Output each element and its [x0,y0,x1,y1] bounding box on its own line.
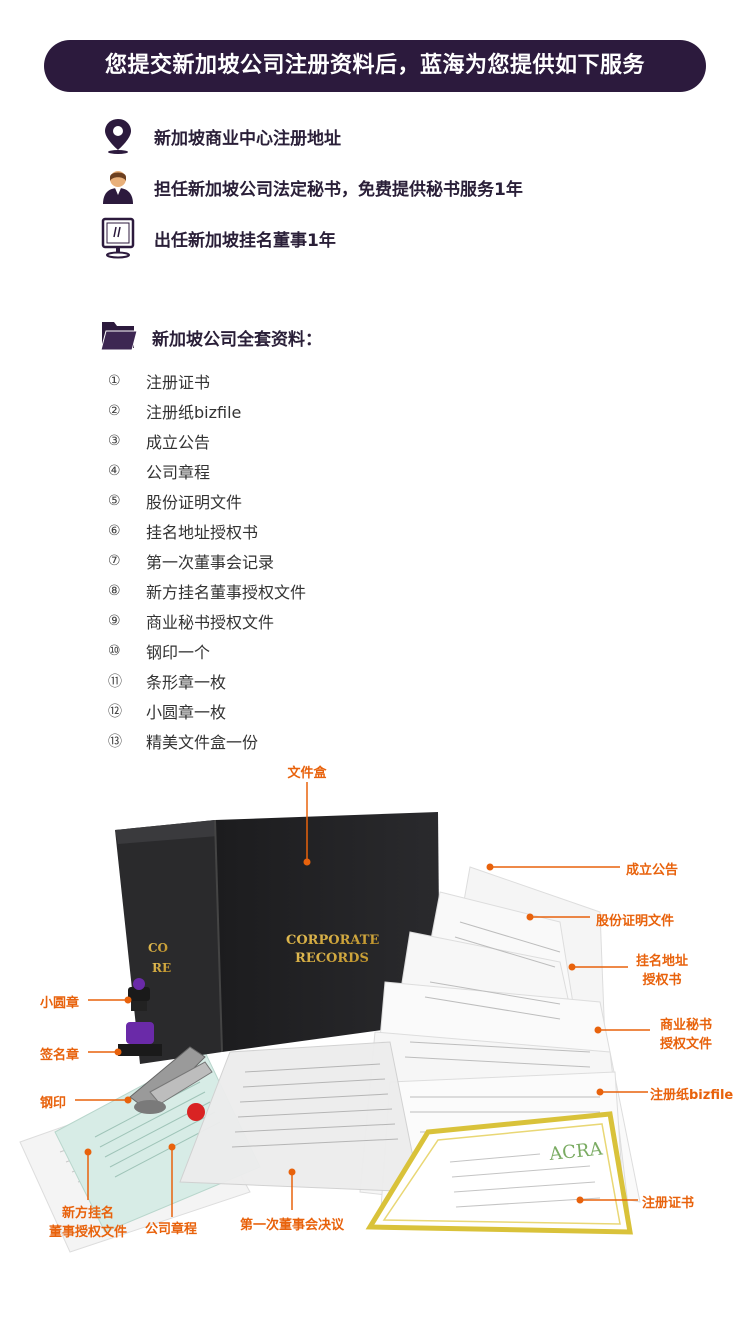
product-photo: CO RE CORPORATE RECORDS [19,782,650,1253]
folder-icon [100,318,138,356]
board-resolution-paper [179,1041,421,1193]
service-text: 出任新加坡挂名董事1年 [154,230,336,251]
service-nominee-director: 出任新加坡挂名董事1年 [98,217,336,259]
callout-file-box: 文件盒 [287,766,327,781]
callout-signature-stamp: 签名章 [40,1048,80,1063]
callout-small-seal: 小圆章 [40,996,80,1011]
callout-lines [75,782,650,1217]
callout-announcement: 成立公告 [626,863,679,878]
callout-director-auth: 新方挂名董事授权文件 [48,1206,127,1240]
svg-text:CORPORATE: CORPORATE [286,933,379,948]
location-pin-icon [98,116,138,156]
page-banner: 您提交新加坡公司注册资料后，蓝海为您提供如下服务 [44,40,706,92]
service-secretary: 担任新加坡公司法定秘书，免费提供秘书服务1年 [98,167,523,207]
secretary-person-icon [98,167,138,207]
service-text: 新加坡商业中心注册地址 [154,128,341,149]
callout-secretary-auth: 商业秘书授权文件 [659,1018,712,1052]
service-text: 担任新加坡公司法定秘书，免费提供秘书服务1年 [154,179,523,200]
callout-embosser: 钢印 [40,1096,67,1111]
documents-title: 新加坡公司全套资料： [100,318,322,356]
service-registered-address: 新加坡商业中心注册地址 [98,116,341,156]
callout-dots [84,858,604,1204]
svg-text:CO: CO [148,941,168,955]
svg-text:RE: RE [152,961,171,975]
computer-monitor-icon [98,217,138,259]
documents-title-text: 新加坡公司全套资料： [152,329,322,350]
signature-stamp [118,1022,162,1056]
svg-text:RECORDS: RECORDS [295,951,369,966]
callout-address-auth: 挂名地址授权书 [635,954,688,988]
registration-certificate: ACRA [365,1111,633,1235]
embosser [129,1046,213,1114]
small-seal-stamp [128,978,150,1011]
callout-bizfile: 注册纸bizfile [650,1088,734,1103]
callout-constitution: 公司章程 [144,1222,197,1237]
callout-certificate: 注册证书 [642,1196,695,1211]
callout-share-cert: 股份证明文件 [596,914,675,929]
callout-first-board: 第一次董事会决议 [239,1218,344,1233]
